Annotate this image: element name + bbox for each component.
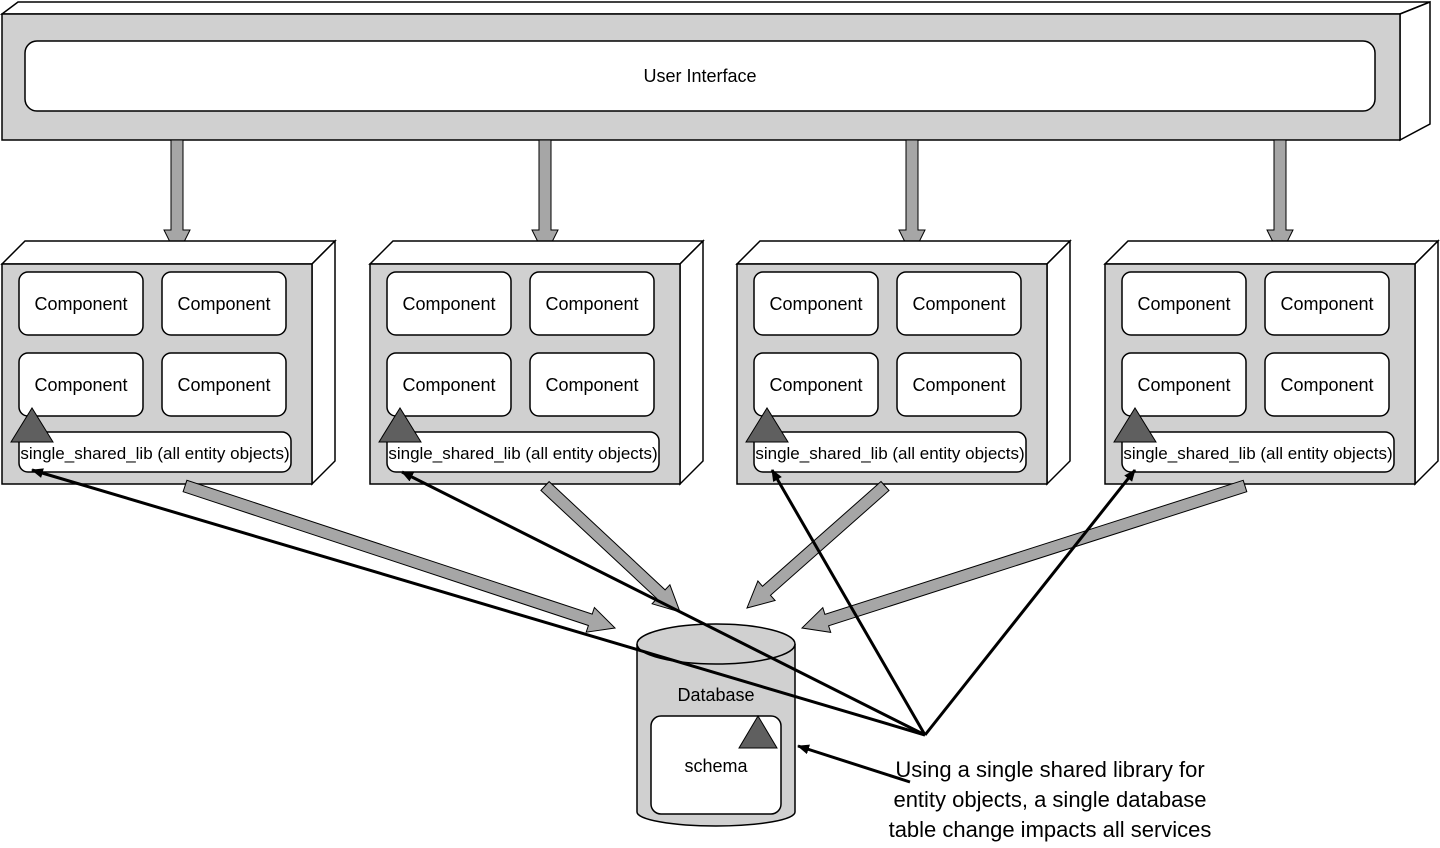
component-label: Component bbox=[402, 375, 495, 395]
component-box[interactable] bbox=[896, 271, 1022, 336]
impact-arrow bbox=[923, 469, 1137, 736]
component-label: Component bbox=[769, 375, 862, 395]
component-label: Component bbox=[545, 294, 638, 314]
ui-to-service-arrow bbox=[531, 139, 559, 258]
shared-lib-box[interactable] bbox=[753, 431, 1027, 473]
component-box[interactable] bbox=[1121, 352, 1247, 417]
ui-to-service-arrows bbox=[163, 139, 1294, 258]
service-box-side-face bbox=[1046, 239, 1071, 486]
service-box-top-face bbox=[368, 240, 705, 265]
component-label: Component bbox=[912, 375, 1005, 395]
service-box-side-face bbox=[1414, 239, 1439, 486]
impact-arrow bbox=[770, 469, 927, 736]
shared-lib-box[interactable] bbox=[386, 431, 660, 473]
component-box[interactable] bbox=[161, 352, 287, 417]
impact-arrow bbox=[401, 470, 926, 737]
component-label: Component bbox=[402, 294, 495, 314]
component-box[interactable] bbox=[386, 271, 512, 336]
component-box[interactable] bbox=[1264, 271, 1390, 336]
database-cylinder-top bbox=[636, 623, 796, 665]
user-interface-layer: User Interface bbox=[0, 0, 1431, 142]
service-to-database-arrow bbox=[746, 480, 890, 609]
shared-lib-label: single_shared_lib (all entity objects) bbox=[388, 444, 657, 463]
service-box-top-face bbox=[0, 240, 337, 265]
shared-lib-triangle-icon bbox=[745, 407, 789, 443]
ui-label: User Interface bbox=[643, 66, 756, 86]
service-to-database-arrows bbox=[182, 479, 1248, 634]
shared-lib-triangle-icon bbox=[10, 407, 54, 443]
impact-arrows bbox=[31, 468, 1137, 784]
database-label: Database bbox=[677, 685, 754, 705]
shared-lib-label: single_shared_lib (all entity objects) bbox=[20, 444, 289, 463]
component-box[interactable] bbox=[529, 352, 655, 417]
service-box-top-face bbox=[735, 240, 1072, 265]
component-label: Component bbox=[1280, 375, 1373, 395]
component-box[interactable] bbox=[18, 271, 144, 336]
shared-lib-triangle-icon bbox=[1113, 407, 1157, 443]
shared-lib-box[interactable] bbox=[1121, 431, 1395, 473]
component-box[interactable] bbox=[529, 271, 655, 336]
schema-impact-arrow bbox=[797, 744, 911, 784]
component-label: Component bbox=[545, 375, 638, 395]
component-label: Component bbox=[769, 294, 862, 314]
ui-to-service-arrow bbox=[163, 139, 191, 258]
service-box-side-face bbox=[311, 239, 336, 486]
component-label: Component bbox=[1137, 375, 1230, 395]
component-label: Component bbox=[1280, 294, 1373, 314]
ui-to-service-arrow bbox=[898, 139, 926, 258]
shared-lib-box[interactable] bbox=[18, 431, 292, 473]
impact-arrow bbox=[31, 468, 926, 737]
annotation-line-1: Using a single shared library for bbox=[895, 757, 1204, 782]
service-to-database-arrow bbox=[540, 480, 681, 613]
component-box[interactable] bbox=[18, 352, 144, 417]
ui-box-top-face bbox=[0, 1, 1431, 15]
shared-lib-label: single_shared_lib (all entity objects) bbox=[1123, 444, 1392, 463]
shared-lib-triangle-icon bbox=[378, 407, 422, 443]
database: Database schema bbox=[636, 623, 796, 827]
shared-lib-label: single_shared_lib (all entity objects) bbox=[755, 444, 1024, 463]
ui-panel[interactable] bbox=[24, 40, 1376, 112]
component-label: Component bbox=[34, 375, 127, 395]
schema-change-triangle-icon bbox=[738, 715, 778, 749]
component-box[interactable] bbox=[896, 352, 1022, 417]
annotation-line-3: table change impacts all services bbox=[889, 817, 1212, 842]
component-box[interactable] bbox=[1264, 352, 1390, 417]
annotation-line-2: entity objects, a single database bbox=[893, 787, 1206, 812]
ui-box-side-face bbox=[1399, 0, 1431, 142]
component-box[interactable] bbox=[386, 352, 512, 417]
component-box[interactable] bbox=[753, 271, 879, 336]
component-label: Component bbox=[912, 294, 1005, 314]
component-label: Component bbox=[1137, 294, 1230, 314]
component-box[interactable] bbox=[161, 271, 287, 336]
component-label: Component bbox=[34, 294, 127, 314]
annotation: Using a single shared library for entity… bbox=[889, 757, 1212, 842]
component-box[interactable] bbox=[1121, 271, 1247, 336]
service-to-database-arrow bbox=[182, 479, 617, 633]
component-label: Component bbox=[177, 294, 270, 314]
component-box[interactable] bbox=[753, 352, 879, 417]
component-label: Component bbox=[177, 375, 270, 395]
service-box-top-face bbox=[1103, 240, 1440, 265]
service-box-side-face bbox=[679, 239, 704, 486]
service-to-database-arrow bbox=[800, 479, 1248, 634]
schema-label: schema bbox=[684, 756, 748, 776]
ui-to-service-arrow bbox=[1266, 139, 1294, 258]
